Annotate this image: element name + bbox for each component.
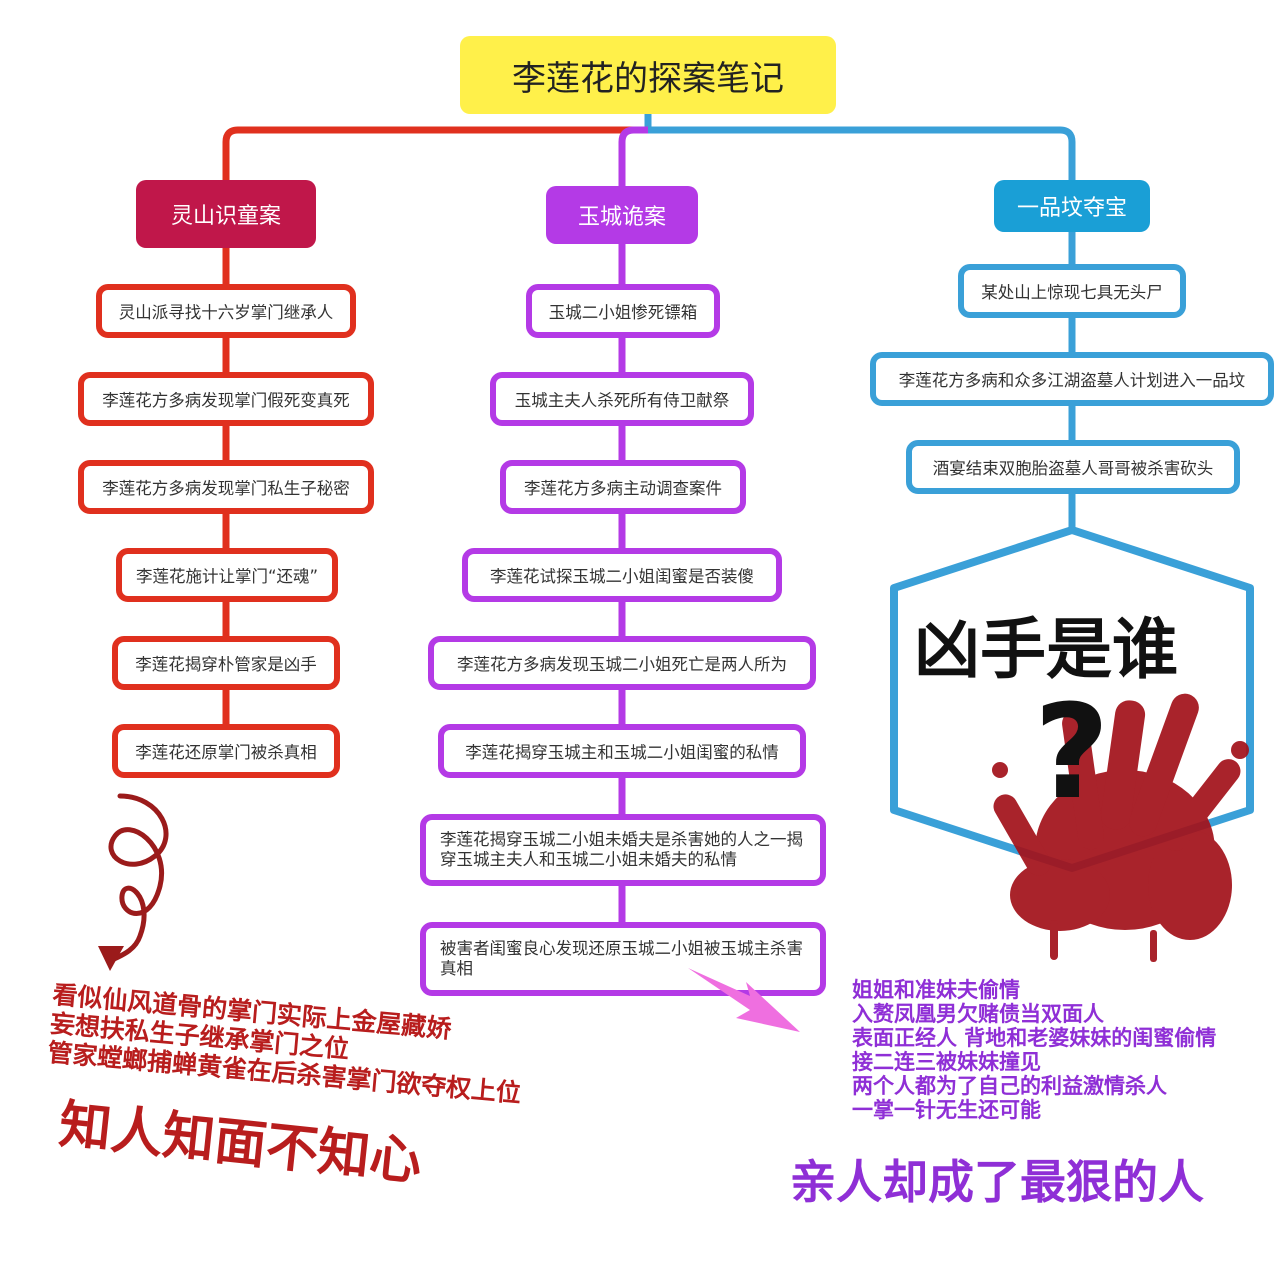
right-annotation-line-5: 两个人都为了自己的利益激情杀人 bbox=[852, 1074, 1167, 1098]
middle-node-3: 李莲花方多病主动调查案件 bbox=[500, 460, 746, 514]
left-node-5: 李莲花揭穿朴管家是凶手 bbox=[112, 636, 340, 690]
question-mark: ? bbox=[1034, 676, 1110, 828]
right-annotation-line-1: 姐姐和准妹夫偷情 bbox=[852, 978, 1020, 1002]
blood-handprint-icon bbox=[992, 693, 1249, 962]
middle-node-4: 李莲花试探玉城二小姐闺蜜是否装傻 bbox=[462, 548, 782, 602]
middle-node-7: 李莲花揭穿玉城二小姐未婚夫是杀害她的人之一揭穿玉城主夫人和玉城二小姐未婚夫的私情 bbox=[420, 814, 826, 886]
middle-node-2: 玉城主夫人杀死所有侍卫献祭 bbox=[490, 372, 754, 426]
left-node-6: 李莲花还原掌门被杀真相 bbox=[112, 724, 340, 778]
header-yucheng: 玉城诡案 bbox=[546, 186, 698, 244]
header-yipinfen: 一品坟夺宝 bbox=[994, 180, 1150, 232]
right-annotation-line-3: 表面正经人 背地和老婆妹妹的闺蜜偷情 bbox=[852, 1026, 1217, 1050]
right-annotation-line-6: 一掌一针无生还可能 bbox=[852, 1098, 1041, 1122]
right-node-2: 李莲花方多病和众多江湖盗墓人计划进入一品坟 bbox=[870, 352, 1274, 406]
middle-node-6: 李莲花揭穿玉城主和玉城二小姐闺蜜的私情 bbox=[438, 724, 806, 778]
right-annotation-line-2: 入赘凤凰男欠赌债当双面人 bbox=[852, 1002, 1104, 1026]
middle-node-5: 李莲花方多病发现玉城二小姐死亡是两人所为 bbox=[428, 636, 816, 690]
left-node-4: 李莲花施计让掌门“还魂” bbox=[116, 548, 338, 602]
left-node-1: 灵山派寻找十六岁掌门继承人 bbox=[96, 284, 356, 338]
right-node-1: 某处山上惊现七具无头尸 bbox=[958, 264, 1186, 318]
page-title: 李莲花的探案笔记 bbox=[460, 36, 836, 114]
right-big-slogan: 亲人却成了最狠的人 bbox=[790, 1155, 1204, 1209]
left-node-2: 李莲花方多病发现掌门假死变真死 bbox=[78, 372, 374, 426]
question-title: 凶手是谁 bbox=[914, 611, 1178, 688]
right-annotation: 姐姐和准妹夫偷情 入赘凤凰男欠赌债当双面人 表面正经人 背地和老婆妹妹的闺蜜偷情… bbox=[852, 978, 1216, 1122]
right-annotation-line-4: 接二连三被妹妹撞见 bbox=[852, 1050, 1041, 1074]
right-node-3: 酒宴结束双胞胎盗墓人哥哥被杀害砍头 bbox=[906, 440, 1240, 494]
middle-node-1: 玉城二小姐惨死镖箱 bbox=[526, 284, 720, 338]
pink-arrow-icon bbox=[688, 968, 800, 1032]
header-lingshan: 灵山识童案 bbox=[136, 180, 316, 248]
swirl-arrow-icon bbox=[98, 793, 169, 971]
middle-node-8: 被害者闺蜜良心发现还原玉城二小姐被玉城主杀害真相 bbox=[420, 922, 826, 996]
left-node-3: 李莲花方多病发现掌门私生子秘密 bbox=[78, 460, 374, 514]
